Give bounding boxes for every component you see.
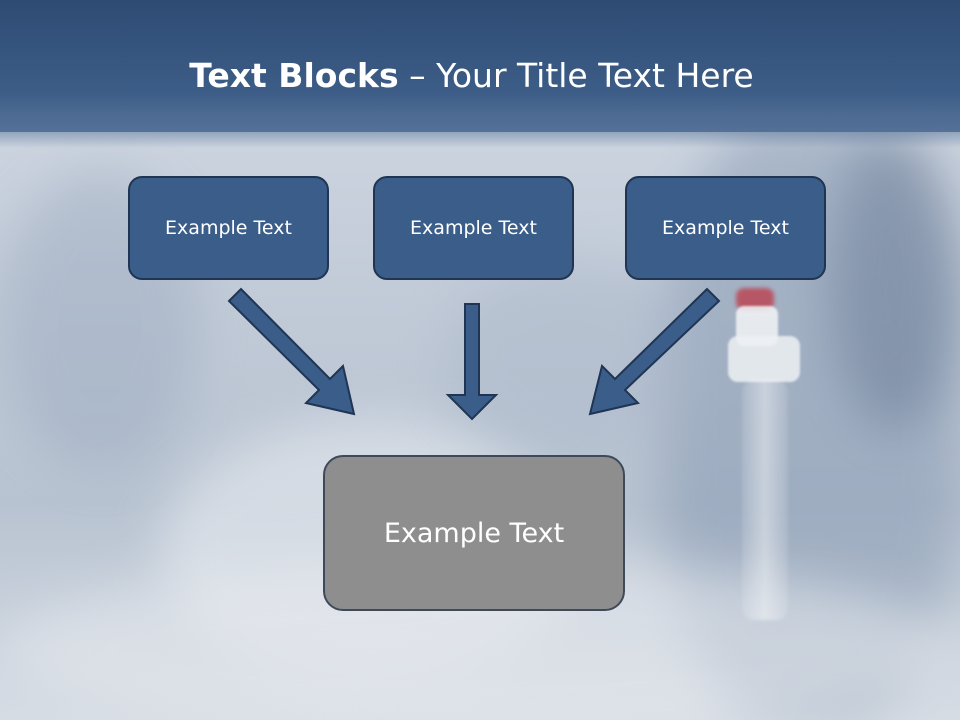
- text-block-3[interactable]: Example Text: [625, 176, 826, 280]
- arrow-down-left-icon: [588, 287, 721, 416]
- text-block-1-label: Example Text: [165, 217, 292, 239]
- slide-title: Text Blocks – Your Title Text Here: [0, 52, 943, 100]
- text-block-2[interactable]: Example Text: [373, 176, 574, 280]
- title-bar-fade: [0, 118, 960, 148]
- text-block-2-label: Example Text: [410, 217, 537, 239]
- result-block-label: Example Text: [383, 517, 565, 549]
- title-bar: [0, 0, 960, 132]
- text-block-1[interactable]: Example Text: [128, 176, 329, 280]
- slide-title-separator: –: [398, 56, 437, 95]
- iv-drip-chamber-cap: [728, 336, 800, 382]
- slide-title-bold: Text Blocks: [189, 56, 399, 95]
- result-block[interactable]: Example Text: [323, 455, 625, 611]
- iv-drip-chamber: [742, 380, 788, 620]
- background-blur-shape: [830, 130, 960, 430]
- text-block-3-label: Example Text: [662, 217, 789, 239]
- arrow-down-icon: [445, 303, 499, 421]
- iv-valve-decoration: [736, 288, 774, 310]
- arrow-down-right-icon: [227, 287, 356, 416]
- slide-title-rest: Your Title Text Here: [436, 56, 754, 95]
